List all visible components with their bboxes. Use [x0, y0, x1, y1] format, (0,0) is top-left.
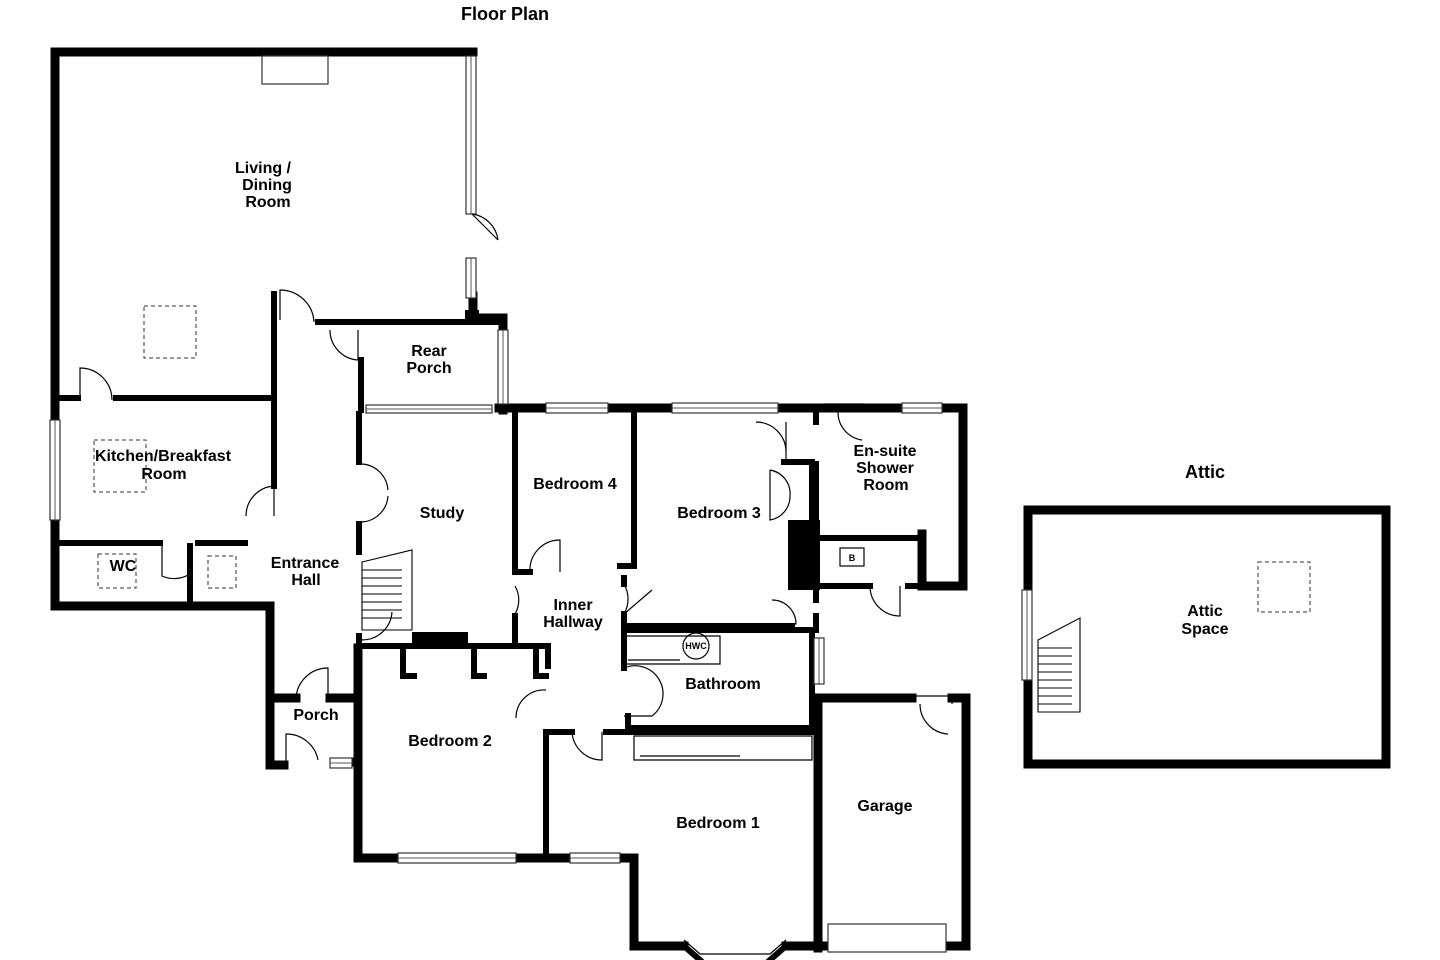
porch-label: Porch: [293, 707, 338, 724]
study-double-door: [361, 463, 389, 523]
hwc-cylinder: [682, 632, 710, 660]
living-room-label: Living /: [235, 160, 292, 177]
bedroom4-label: Bedroom 4: [533, 476, 617, 493]
study-chimney: [412, 632, 468, 648]
bedroom2-north-wall: [359, 643, 551, 669]
living-room-walls: [50, 47, 478, 770]
rear-porch-label-2: Porch: [406, 360, 451, 377]
ensuite-partition: [781, 459, 925, 589]
study-label: Study: [420, 505, 465, 522]
bedroom3-label: Bedroom 3: [677, 505, 761, 522]
garage-label: Garage: [857, 798, 912, 815]
ensuite-label-3: Room: [863, 477, 908, 494]
attic-space-label: Attic: [1187, 603, 1223, 620]
attic-space-label-2: Space: [1181, 621, 1228, 638]
living-entrance-door: [279, 289, 315, 323]
attic-stairs: [1037, 617, 1081, 713]
labels: Floor Plan Attic Living / Dining Room Re…: [95, 4, 1229, 832]
study-inner-door: [514, 585, 520, 615]
bathroom-walls: [623, 627, 815, 731]
rear-porch-door: [329, 329, 359, 361]
living-room-label-3: Room: [245, 194, 290, 211]
boiler-cupboard-door: [869, 585, 901, 617]
fixtures: B HWC: [682, 547, 865, 660]
wc-door: [161, 546, 191, 580]
inner-hallway-label-2: Hallway: [543, 614, 603, 631]
doors: [79, 213, 953, 762]
bedroom2-walls: [353, 643, 689, 951]
wc-label: WC: [110, 558, 137, 575]
kitchen-loft-hatch: [93, 439, 147, 493]
stairs: [93, 305, 1311, 713]
bathroom-door: [623, 665, 664, 717]
living-room-label-2: Dining: [242, 177, 292, 194]
rear-porch-pier: [465, 310, 479, 324]
bedroom3-inner-door: [623, 583, 653, 615]
bedroom4-door: [529, 539, 561, 573]
living-loft-hatch: [143, 305, 197, 359]
bedroom3-ensuite-door: [755, 421, 787, 462]
bedroom1-south-walls: [781, 693, 971, 951]
kitchen-label-2: Room: [141, 466, 186, 483]
bedroom1-wardrobe: [633, 735, 813, 761]
bedroom2-label: Bedroom 2: [408, 733, 492, 750]
walls: [50, 47, 1391, 953]
bathroom-label: Bathroom: [685, 676, 761, 693]
bedroom4-east-wall: [617, 409, 637, 569]
living-fireplace: [261, 55, 329, 85]
entrance-hall-label: Entrance: [271, 555, 340, 572]
rear-porch-label: Rear: [411, 343, 447, 360]
entrance-hall-label-2: Hall: [291, 572, 320, 589]
bedroom1-label: Bedroom 1: [676, 815, 760, 832]
bedroom1-bay-window: [679, 941, 791, 960]
inner-hallway-label: Inner: [553, 597, 592, 614]
ensuite-door: [824, 403, 865, 441]
boiler-box: [839, 547, 865, 567]
bedrooms-north-wall: [494, 403, 968, 591]
bedroom2-wardrobe-right: [471, 645, 487, 679]
living-patio-door: [471, 213, 499, 241]
kitchen-entrance-door: [245, 485, 275, 517]
attic-title: Attic: [1185, 462, 1225, 482]
bedroom3-cupboard-door: [771, 599, 797, 625]
hall-loft-hatch: [207, 555, 237, 589]
bathroom-cupboard: [626, 635, 721, 665]
bedroom3-chimney: [788, 520, 820, 590]
floor-plan-title: Floor Plan: [461, 4, 549, 24]
bedroom2-wardrobe-left: [400, 645, 417, 679]
porch-inner-door: [295, 667, 329, 699]
bedroom2-wardrobe-end: [533, 645, 549, 679]
porch-front-door: [285, 733, 319, 762]
garage-side-door: [912, 695, 953, 735]
wc-loft-hatch: [97, 553, 137, 589]
bedroom3-wardrobe-door: [769, 469, 791, 521]
garage-door: [827, 923, 947, 953]
kitchen-living-door: [79, 367, 113, 401]
ensuite-label-2: Shower: [856, 460, 914, 477]
bedroom2-inner-door: [515, 689, 547, 719]
ensuite-label: En-suite: [853, 443, 916, 460]
entrance-stairs: [361, 549, 413, 631]
entrance-stair-door: [361, 611, 393, 641]
boiler-label: B: [849, 553, 856, 563]
windows: [49, 55, 1033, 960]
hwc-label: HWC: [685, 641, 707, 651]
kitchen-label: Kitchen/Breakfast: [95, 448, 232, 465]
garage-walls: [813, 693, 917, 953]
bedroom1-door: [571, 731, 603, 761]
attic-loft-hatch: [1257, 561, 1311, 613]
